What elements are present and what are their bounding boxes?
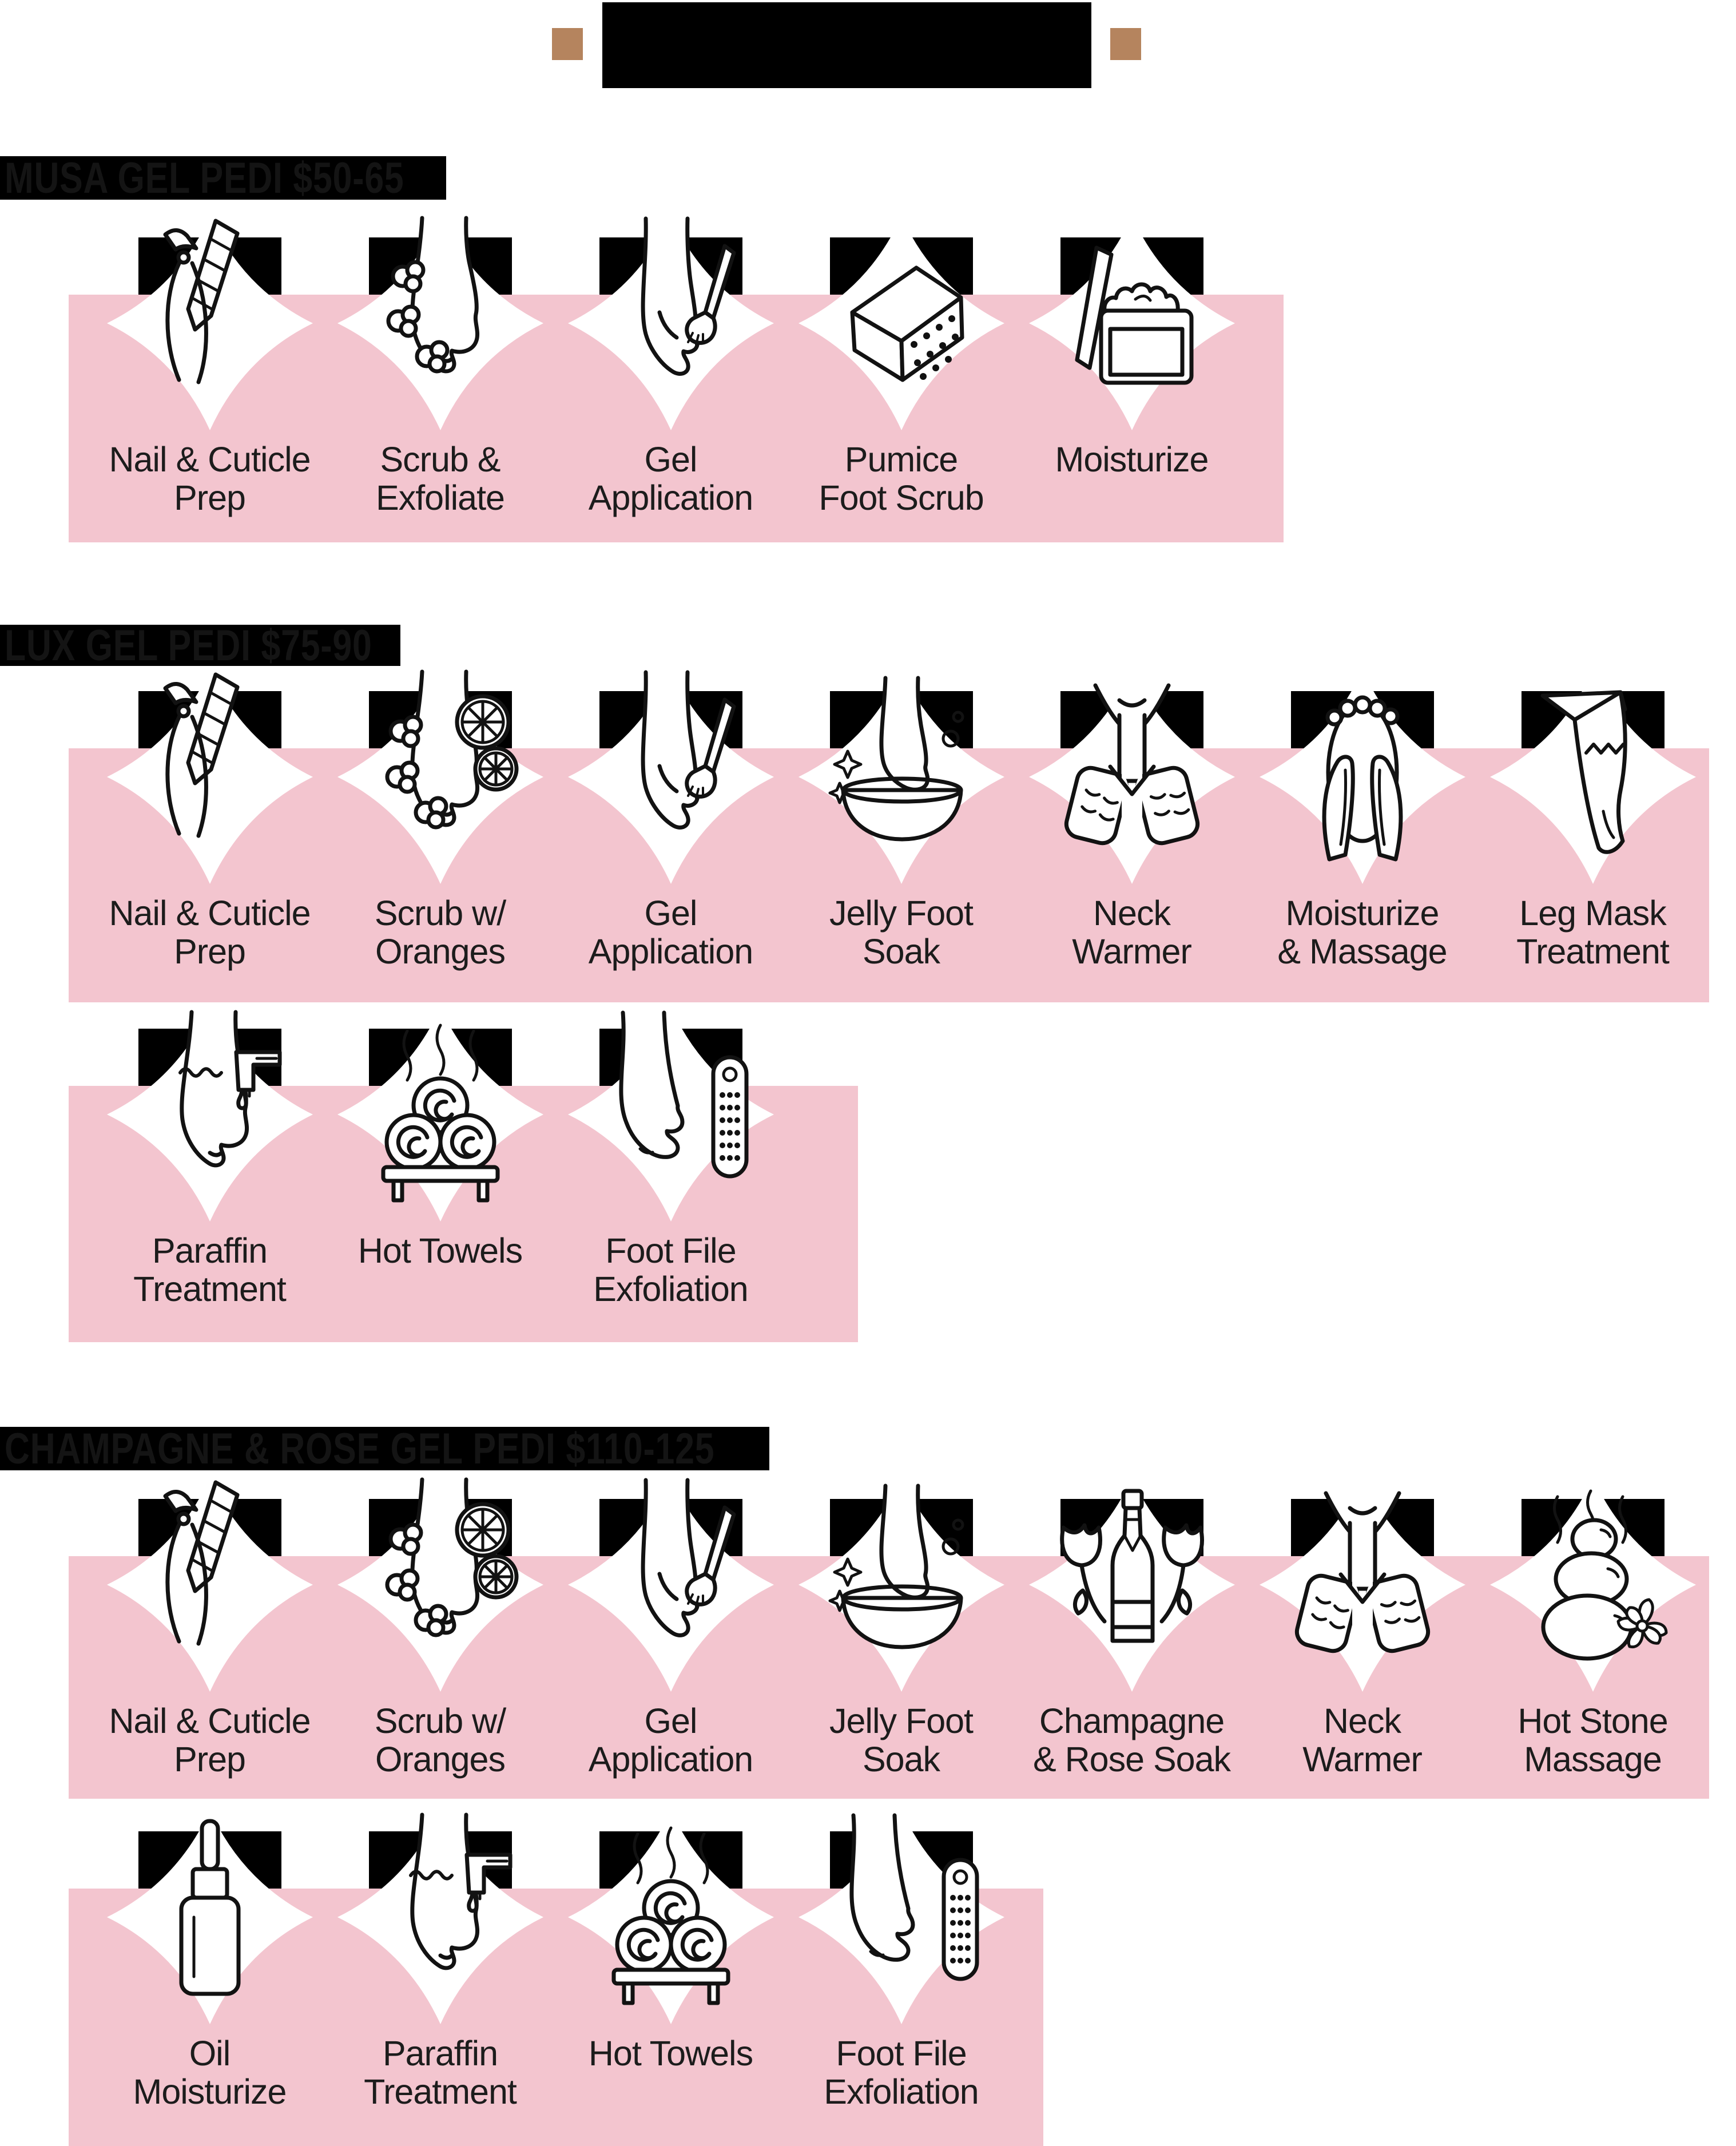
pedicure-step: Oil Moisturize xyxy=(94,1810,325,2146)
pedicure-step: Foot File Exfoliation xyxy=(786,1810,1016,2146)
pedicure-step: Leg Mask Treatment xyxy=(1477,670,1708,1002)
pedicure-step: Nail & Cuticle Prep xyxy=(94,216,325,542)
step-label: Nail & Cuticle Prep xyxy=(109,440,311,517)
champagne-roses-icon xyxy=(1046,1477,1218,1672)
pedicure-step: Scrub & Exfoliate xyxy=(325,216,555,542)
title-bar xyxy=(602,2,1091,88)
pedicure-step: Moisturize & Massage xyxy=(1247,670,1477,1002)
hot-stones-icon xyxy=(1507,1483,1679,1677)
step-label: Leg Mask Treatment xyxy=(1516,894,1670,971)
pedicure-step: Paraffin Treatment xyxy=(94,1007,325,1342)
gel-brush-foot-icon xyxy=(585,665,757,860)
foot-massage-hands-icon xyxy=(1277,669,1448,864)
diamond-star-decor xyxy=(106,1478,313,1692)
pedicure-step: Scrub w/ Oranges xyxy=(325,669,555,1002)
foot-file-icon xyxy=(585,1005,757,1199)
step-label: Pumice Foot Scrub xyxy=(819,440,984,517)
step-label: Nail & Cuticle Prep xyxy=(109,1701,311,1779)
pumice-stone-icon xyxy=(816,235,987,429)
section-header-lux-gel-pedi: LUX GEL PEDI $75-90 xyxy=(0,625,400,666)
pedicure-step: Pumice Foot Scrub xyxy=(786,216,1016,542)
nail-clippers-file-icon xyxy=(124,665,296,860)
foot-file-icon xyxy=(816,1807,987,2002)
banner-row: Nail & Cuticle Prep Scrub w/ Oranges Gel A… xyxy=(69,669,1709,1002)
step-label: Moisturize & Massage xyxy=(1277,894,1447,971)
banner-row: Paraffin Treatment Hot Towels Foot File Ex… xyxy=(69,1007,858,1342)
step-label: Nail & Cuticle Prep xyxy=(109,894,311,971)
pedicure-step: Gel Application xyxy=(555,670,786,1002)
banner-row: Nail & Cuticle Prep Scrub & Exfoliate Gel … xyxy=(69,216,1284,542)
step-label: Jelly Foot Soak xyxy=(829,894,974,971)
section-header-musa-gel-pedi: MUSA GEL PEDI $50-65 xyxy=(0,156,446,200)
step-label: Gel Application xyxy=(588,440,753,517)
pedicure-step: Champagne & Rose Soak xyxy=(1016,1478,1247,1799)
step-label: Scrub w/ Oranges xyxy=(374,894,506,971)
pedicure-step: Nail & Cuticle Prep xyxy=(94,670,325,1002)
step-label: Foot File Exfoliation xyxy=(824,2034,979,2111)
step-label: Neck Warmer xyxy=(1302,1701,1423,1779)
step-label: Jelly Foot Soak xyxy=(829,1701,974,1779)
banner-row: Nail & Cuticle Prep Scrub w/ Oranges Gel A… xyxy=(69,1477,1709,1799)
section-header-champagne-rose-gel-pedi: CHAMPAGNE & ROSE GEL PEDI $110-125 xyxy=(0,1427,769,1470)
pedicure-step: Jelly Foot Soak xyxy=(786,1478,1016,1799)
accent-square-right xyxy=(1110,28,1141,60)
step-label: Hot Stone Massage xyxy=(1517,1701,1668,1779)
pedicure-step: Paraffin Treatment xyxy=(325,1810,555,2146)
paraffin-foot-icon xyxy=(355,1806,526,2000)
step-label: Gel Application xyxy=(588,894,753,971)
step-label: Scrub w/ Oranges xyxy=(374,1701,506,1779)
section-header-text: CHAMPAGNE & ROSE GEL PEDI $110-125 xyxy=(5,1427,715,1470)
nail-clippers-file-icon xyxy=(124,212,296,406)
paraffin-foot-icon xyxy=(124,1003,296,1197)
pedicure-step: Foot File Exfoliation xyxy=(555,1007,786,1342)
hot-towels-icon xyxy=(355,1018,526,1213)
section-header-text: LUX GEL PEDI $75-90 xyxy=(5,625,372,666)
step-label: Foot File Exfoliation xyxy=(593,1231,748,1308)
pedicure-step: Jelly Foot Soak xyxy=(786,670,1016,1002)
gel-brush-foot-icon xyxy=(585,212,757,406)
oil-dropper-icon xyxy=(124,1813,296,2008)
gel-brush-foot-icon xyxy=(585,1473,757,1668)
pedicure-step: Hot Towels xyxy=(555,1810,786,2146)
foot-scrub-oranges-icon xyxy=(355,1470,526,1665)
pedicure-step: Hot Stone Massage xyxy=(1477,1478,1708,1799)
diamond-star-decor xyxy=(106,216,313,430)
pedicure-step: Nail & Cuticle Prep xyxy=(94,1478,325,1799)
step-label: Hot Towels xyxy=(588,2034,753,2073)
neck-warmer-icon xyxy=(1046,681,1218,875)
pedicure-step: Moisturize xyxy=(1016,216,1247,542)
foot-soak-bowl-icon xyxy=(816,1479,987,1673)
banner-row: Oil Moisturize Paraffin Treatment Hot Towe… xyxy=(69,1810,1043,2146)
section-header-text: MUSA GEL PEDI $50-65 xyxy=(5,156,404,200)
step-label: Paraffin Treatment xyxy=(133,1231,287,1308)
foot-scrub-oranges-icon xyxy=(355,663,526,857)
pedicure-step: Gel Application xyxy=(555,1478,786,1799)
step-label: Moisturize xyxy=(1055,440,1209,479)
step-label: Gel Application xyxy=(588,1701,753,1779)
neck-warmer-icon xyxy=(1277,1489,1448,1683)
hot-towels-icon xyxy=(585,1821,757,2016)
pedicure-step: Gel Application xyxy=(555,216,786,542)
pedicure-step: Hot Towels xyxy=(325,1007,555,1342)
foot-scrub-icon xyxy=(355,209,526,403)
nail-clippers-file-icon xyxy=(124,1473,296,1668)
pedicure-step: Scrub w/ Oranges xyxy=(325,1477,555,1799)
diamond-star-decor xyxy=(106,670,313,884)
pedicure-step: Neck Warmer xyxy=(1016,670,1247,1002)
step-label: Oil Moisturize xyxy=(133,2034,287,2111)
step-label: Hot Towels xyxy=(357,1231,523,1270)
foot-soak-bowl-icon xyxy=(816,671,987,866)
cream-jar-icon xyxy=(1046,231,1218,425)
pedicure-step: Neck Warmer xyxy=(1247,1478,1477,1799)
step-label: Neck Warmer xyxy=(1072,894,1192,971)
step-label: Champagne & Rose Soak xyxy=(1032,1701,1231,1779)
step-label: Scrub & Exfoliate xyxy=(376,440,505,517)
leg-mask-icon xyxy=(1507,675,1679,870)
step-label: Paraffin Treatment xyxy=(364,2034,517,2111)
accent-square-left xyxy=(552,28,583,60)
